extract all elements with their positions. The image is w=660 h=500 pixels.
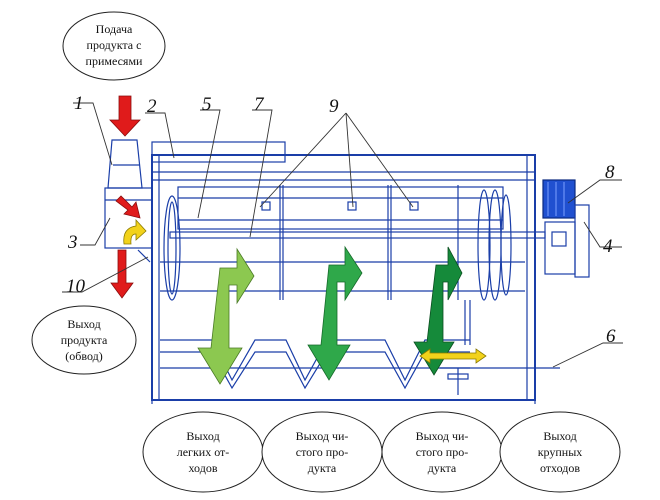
diverter-arrow [123,218,147,245]
outlet-light-line-1: Выход [186,429,219,443]
sieve-drum [177,186,504,230]
machine-body [104,139,590,404]
part-number-2: 2 [147,96,157,117]
part-number-8: 8 [605,162,615,183]
bypass-label-line-1: Выход [67,317,100,331]
valve-box [104,187,153,249]
outlet-coarse-line-3: отходов [540,461,580,475]
inlet-disc [163,195,181,301]
outlet-clean-1-line-1: Выход чи- [296,429,349,443]
outlet-coarse-line-2: крупных [538,445,583,459]
adjust-double-arrow [419,348,487,364]
input-label-line-3: примесями [86,54,144,68]
flow-arrows [109,95,487,385]
outlet-clean-2-line-1: Выход чи- [416,429,469,443]
inlet-hopper [107,139,143,189]
bypass-label-line-2: продукта [61,333,108,347]
outlet-light-bubble: Выход легких от- ходов [142,411,264,493]
light-waste-arrow [197,247,255,385]
leader-lines [62,102,623,368]
part-number-3: 3 [67,232,78,253]
outlet-clean-1-line-3: дукта [308,461,337,475]
part-number-9: 9 [329,96,339,117]
part-number-7: 7 [254,94,265,115]
bypass-label-line-3: (обвод) [65,349,102,363]
input-bubble: Подача продукта с примесями [62,11,166,81]
part-number-4: 4 [603,236,613,257]
inner-red-arrow [115,195,141,219]
input-label-line-1: Подача [96,22,133,36]
part-number-5: 5 [202,94,212,115]
outlet-clean-2-line-2: стого про- [416,445,468,459]
bypass-bubble: Выход продукта (обвод) [31,305,137,375]
outlet-clean-1-bubble: Выход чи- стого про- дукта [261,411,383,493]
outlet-clean-1-line-2: стого про- [296,445,348,459]
outlet-light-line-3: ходов [189,461,218,475]
part-number-6: 6 [606,326,616,347]
flap-valve [137,249,151,263]
gearbox [544,221,576,275]
input-label-line-2: продукта с [87,38,142,52]
part-number-10: 10 [66,276,86,297]
outlet-light-line-2: легких от- [177,445,230,459]
outlet-clean-2-bubble: Выход чи- стого про- дукта [381,411,503,493]
top-cover-box [151,141,286,163]
clean-product-arrow-2 [413,246,463,376]
part-numbers: 1 2 5 7 9 8 4 3 10 6 [66,93,616,347]
bypass-arrow [110,249,134,299]
feed-arrow [109,95,141,137]
outlet-coarse-bubble: Выход крупных отходов [499,411,621,493]
outlet-clean-2-line-3: дукта [428,461,457,475]
part-number-1: 1 [74,93,84,114]
clean-product-arrow-1 [307,245,363,381]
outlet-coarse-line-1: Выход [543,429,576,443]
